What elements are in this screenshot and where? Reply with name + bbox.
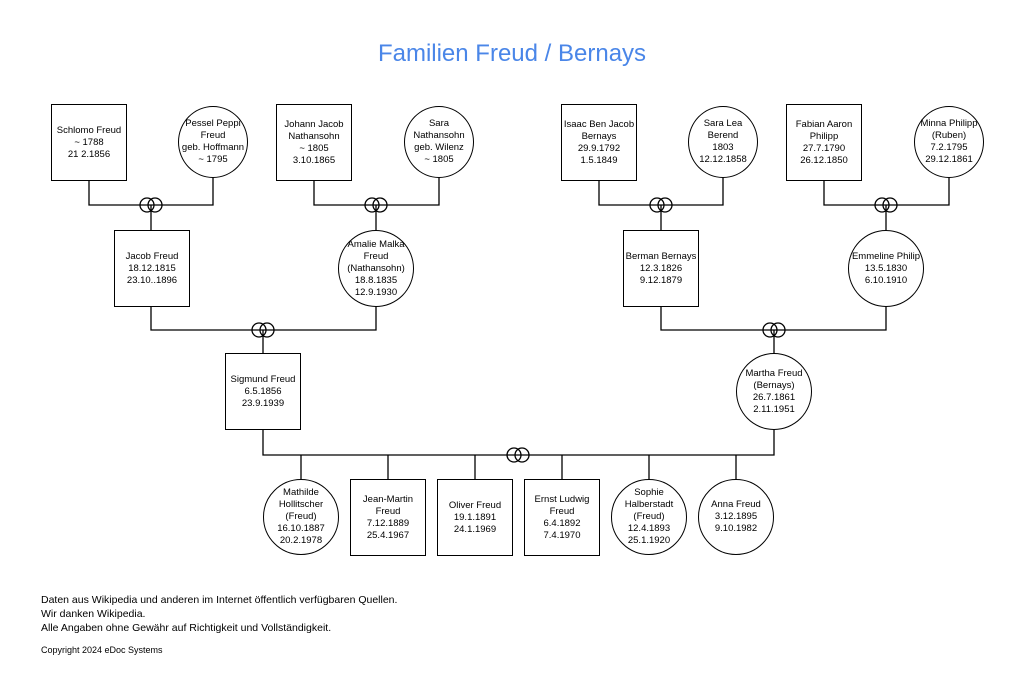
marriage-line-berman-emmeline xyxy=(660,307,887,331)
person-berman-bernays: Berman Bernays 12.3.1826 9.12.1879 xyxy=(623,230,699,307)
marriage-line-isaac-saralea xyxy=(598,178,724,206)
person-sophie-halberstadt: Sophie Halberstadt (Freud) 12.4.1893 25.… xyxy=(611,479,687,555)
person-label: Fabian Aaron Philipp 27.7.1790 26.12.185… xyxy=(795,118,853,166)
person-martha-freud: Martha Freud (Bernays) 26.7.1861 2.11.19… xyxy=(736,353,812,430)
marriage-rings-schlomo-pessel xyxy=(139,197,163,213)
marriage-line-fabian-minna xyxy=(823,178,950,206)
person-schlomo-freud: Schlomo Freud ~ 1788 21 2.1856 xyxy=(51,104,127,181)
person-label: Anna Freud 3.12.1895 9.10.1982 xyxy=(711,499,761,534)
person-fabian-philipp: Fabian Aaron Philipp 27.7.1790 26.12.185… xyxy=(786,104,862,181)
person-label: Oliver Freud 19.1.1891 24.1.1969 xyxy=(448,499,502,535)
person-label: Emmeline Philip 13.5.1830 6.10.1910 xyxy=(851,250,921,286)
person-label: Ernst Ludwig Freud 6.4.1892 7.4.1970 xyxy=(534,493,590,541)
person-label: Jean-Martin Freud 7.12.1889 25.4.1967 xyxy=(362,493,414,541)
person-label: Jacob Freud 18.12.1815 23.10..1896 xyxy=(125,250,179,286)
footer-line-source: Daten aus Wikipedia und anderen im Inter… xyxy=(41,594,398,606)
person-label: Sara Nathansohn geb. Wilenz ~ 1805 xyxy=(413,118,465,165)
page-title: Familien Freud / Bernays xyxy=(377,40,647,67)
marriage-rings-berman-emmeline xyxy=(762,322,786,338)
marriage-rings-sigmund-martha xyxy=(506,447,530,463)
person-label: Minna Philipp (Ruben) 7.2.1795 29.12.186… xyxy=(920,118,978,165)
marriage-line-schlomo-pessel xyxy=(88,178,214,206)
person-isaac-bernays: Isaac Ben Jacob Bernays 29.9.1792 1.5.18… xyxy=(561,104,637,181)
copyright-text: Copyright 2024 eDoc Systems xyxy=(41,645,163,655)
person-label: Mathilde Hollitscher (Freud) 16.10.1887 … xyxy=(277,487,325,546)
person-johann-nathansohn: Johann Jacob Nathansohn ~ 1805 3.10.1865 xyxy=(276,104,352,181)
person-mathilde-hollitscher: Mathilde Hollitscher (Freud) 16.10.1887 … xyxy=(263,479,339,555)
person-ernst-ludwig-freud: Ernst Ludwig Freud 6.4.1892 7.4.1970 xyxy=(524,479,600,556)
marriage-rings-fabian-minna xyxy=(874,197,898,213)
footer-line-thanks: Wir danken Wikipedia. xyxy=(41,608,146,620)
person-emmeline-philip: Emmeline Philip 13.5.1830 6.10.1910 xyxy=(848,230,924,307)
person-sara-lea-berend: Sara Lea Berend 1803 12.12.1858 xyxy=(688,106,758,178)
person-anna-freud: Anna Freud 3.12.1895 9.10.1982 xyxy=(698,479,774,555)
person-label: Berman Bernays 12.3.1826 9.12.1879 xyxy=(625,250,697,286)
marriage-rings-jacob-amalie xyxy=(251,322,275,338)
person-label: Pessel Peppi Freud geb. Hoffmann ~ 1795 xyxy=(181,118,245,165)
marriage-line-johann-sara xyxy=(313,178,440,206)
person-pessel-freud: Pessel Peppi Freud geb. Hoffmann ~ 1795 xyxy=(178,106,248,178)
person-sara-nathansohn: Sara Nathansohn geb. Wilenz ~ 1805 xyxy=(404,106,474,178)
person-minna-philipp: Minna Philipp (Ruben) 7.2.1795 29.12.186… xyxy=(914,106,984,178)
person-label: Johann Jacob Nathansohn ~ 1805 3.10.1865 xyxy=(284,118,344,166)
person-label: Sara Lea Berend 1803 12.12.1858 xyxy=(699,118,747,165)
person-sigmund-freud: Sigmund Freud 6.5.1856 23.9.1939 xyxy=(225,353,301,430)
footer-notes: Daten aus Wikipedia und anderen im Inter… xyxy=(41,593,397,635)
person-label: Isaac Ben Jacob Bernays 29.9.1792 1.5.18… xyxy=(563,118,635,166)
person-oliver-freud: Oliver Freud 19.1.1891 24.1.1969 xyxy=(437,479,513,556)
person-label: Sigmund Freud 6.5.1856 23.9.1939 xyxy=(230,373,296,409)
person-label: Schlomo Freud ~ 1788 21 2.1856 xyxy=(56,124,122,160)
person-label: Amalie Malka Freud (Nathansohn) 18.8.183… xyxy=(347,238,405,298)
marriage-line-jacob-amalie xyxy=(150,307,377,331)
marriage-rings-johann-sara xyxy=(364,197,388,213)
marriage-line-sigmund-martha xyxy=(262,430,775,456)
person-label: Sophie Halberstadt (Freud) 12.4.1893 25.… xyxy=(624,487,674,546)
person-jacob-freud: Jacob Freud 18.12.1815 23.10..1896 xyxy=(114,230,190,307)
person-jean-martin-freud: Jean-Martin Freud 7.12.1889 25.4.1967 xyxy=(350,479,426,556)
marriage-rings-isaac-saralea xyxy=(649,197,673,213)
footer-line-disclaimer: Alle Angaben ohne Gewähr auf Richtigkeit… xyxy=(41,622,332,634)
person-label: Martha Freud (Bernays) 26.7.1861 2.11.19… xyxy=(745,367,803,415)
person-amalie-freud: Amalie Malka Freud (Nathansohn) 18.8.183… xyxy=(338,230,414,307)
